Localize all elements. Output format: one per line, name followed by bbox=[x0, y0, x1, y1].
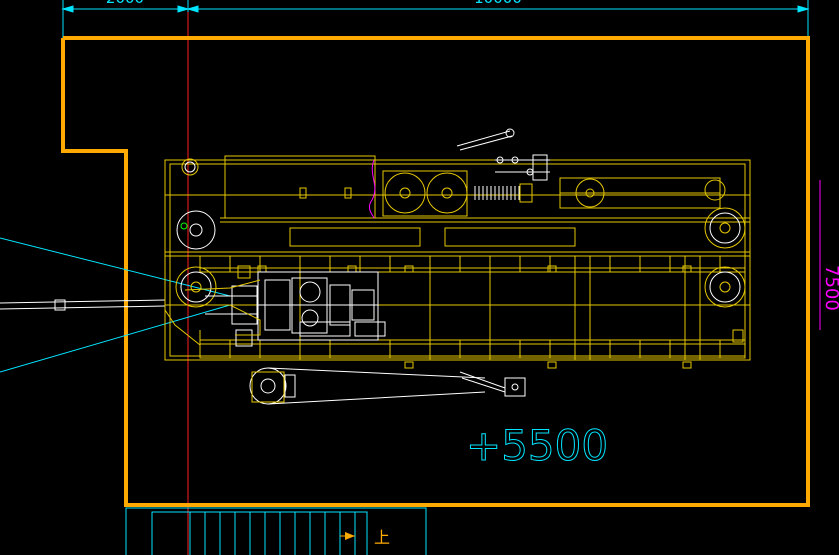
stairs bbox=[125, 507, 427, 555]
magenta-curve bbox=[368, 159, 376, 219]
green-marker bbox=[180, 222, 188, 230]
stair-up-label: 上 bbox=[374, 528, 390, 547]
beam-ticks bbox=[229, 256, 721, 358]
arm-hub bbox=[251, 371, 285, 403]
lower-arm bbox=[249, 367, 526, 405]
spring-housing bbox=[519, 183, 533, 203]
left-chute bbox=[164, 279, 261, 347]
stair-arrow bbox=[345, 532, 355, 540]
platform-boundary bbox=[61, 36, 810, 507]
discharge-pipe bbox=[0, 299, 166, 311]
sprocket-wheels bbox=[176, 161, 741, 303]
top-dimension bbox=[61, 0, 810, 40]
dimension-left-width: 2000 bbox=[106, 0, 144, 7]
dimension-main-width: 10000 bbox=[474, 0, 522, 7]
equipment-frame bbox=[164, 155, 751, 361]
dimension-right-height: 7500 bbox=[821, 265, 839, 311]
cyan-guide-lines bbox=[0, 237, 231, 373]
elevation-label: +5500 bbox=[466, 421, 608, 470]
central-mechanism bbox=[205, 271, 386, 347]
spring-coil bbox=[474, 186, 520, 200]
drums bbox=[175, 158, 746, 308]
top-controls bbox=[456, 128, 550, 181]
beam-bolts bbox=[237, 187, 744, 369]
